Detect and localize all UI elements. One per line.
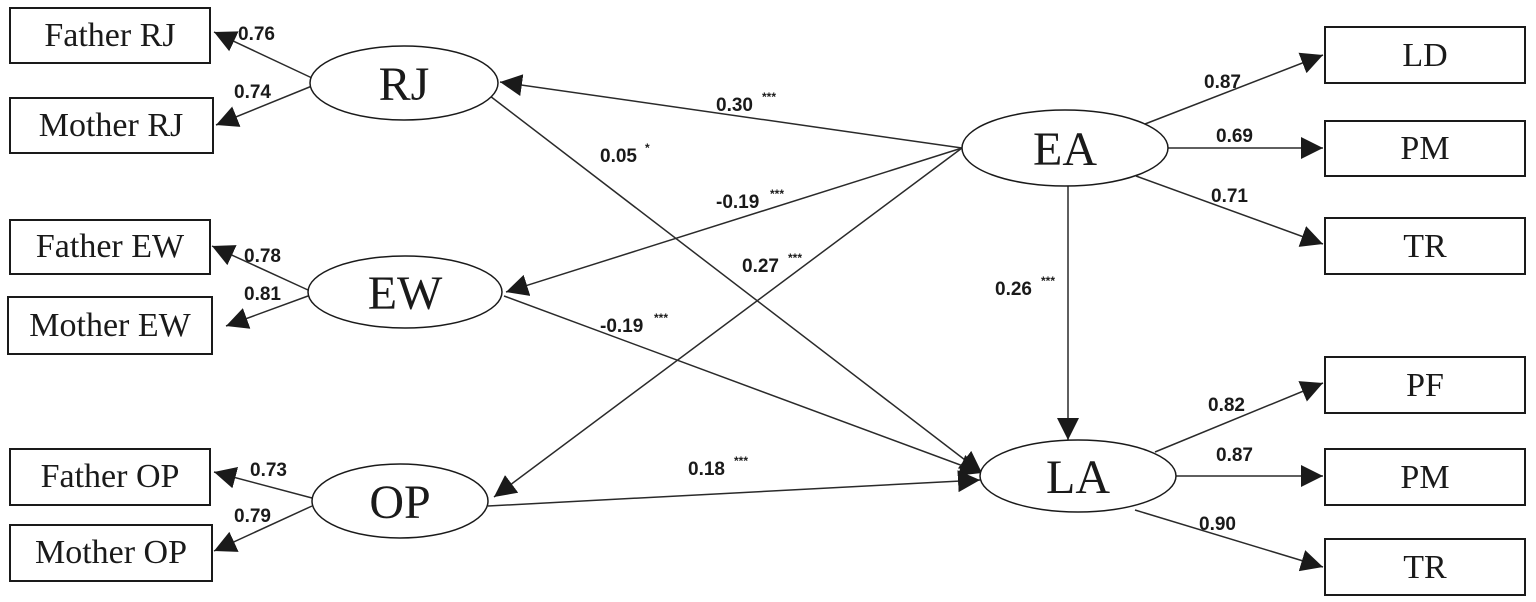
arrow-la-tr bbox=[1134, 509, 1324, 572]
arrow-ea-tr bbox=[1135, 175, 1324, 247]
path-rj-la-coef: 0.05 * bbox=[600, 141, 650, 167]
indicator-father-ew-label: Father EW bbox=[36, 228, 185, 265]
indicator-father-ew: Father EW bbox=[9, 219, 211, 275]
loading-ea-pm: 0.69 bbox=[1216, 126, 1253, 147]
arrow-ew-father-ew bbox=[211, 245, 309, 291]
path-ea-op-value: 0.27 bbox=[742, 256, 779, 277]
arrow-ea-ew bbox=[505, 147, 963, 296]
path-ea-op-coef: 0.27 *** bbox=[742, 251, 802, 277]
latent-op: OP bbox=[311, 463, 489, 539]
latent-la: LA bbox=[979, 439, 1177, 513]
path-ea-op-stars: *** bbox=[788, 251, 802, 265]
path-ea-rj-coef: 0.30 *** bbox=[716, 90, 776, 116]
indicator-ea-ld: LD bbox=[1324, 26, 1526, 84]
latent-ew-label: EW bbox=[368, 267, 443, 320]
indicator-father-rj: Father RJ bbox=[9, 7, 211, 64]
loading-mother-rj: 0.74 bbox=[234, 82, 271, 103]
path-ea-ew-coef: -0.19 *** bbox=[716, 187, 784, 213]
loading-father-op: 0.73 bbox=[250, 460, 287, 481]
indicator-ea-tr: TR bbox=[1324, 217, 1526, 275]
indicator-mother-rj-label: Mother RJ bbox=[39, 107, 184, 144]
path-ew-la-value: -0.19 bbox=[600, 316, 643, 337]
latent-ea-label: EA bbox=[1033, 123, 1097, 176]
loading-father-rj: 0.76 bbox=[238, 24, 275, 45]
path-op-la-stars: *** bbox=[734, 454, 748, 468]
arrow-ew-la bbox=[503, 295, 983, 476]
arrow-ew-mother-ew bbox=[225, 295, 309, 329]
indicator-la-pm: PM bbox=[1324, 448, 1526, 506]
indicator-ea-ld-label: LD bbox=[1402, 37, 1447, 74]
path-ea-la-coef: 0.26 *** bbox=[995, 274, 1055, 300]
loading-father-ew: 0.78 bbox=[244, 246, 281, 267]
indicator-father-op: Father OP bbox=[9, 448, 211, 506]
arrow-rj-mother-rj bbox=[215, 85, 313, 127]
indicator-mother-ew: Mother EW bbox=[7, 296, 213, 355]
loading-ea-ld: 0.87 bbox=[1204, 72, 1241, 93]
indicator-mother-op: Mother OP bbox=[9, 524, 213, 582]
indicator-la-pf-label: PF bbox=[1406, 367, 1444, 404]
indicator-mother-rj: Mother RJ bbox=[9, 97, 214, 154]
loading-la-tr: 0.90 bbox=[1199, 514, 1236, 535]
path-ea-rj-value: 0.30 bbox=[716, 95, 753, 116]
indicator-la-pm-label: PM bbox=[1400, 459, 1449, 496]
indicator-ea-pm: PM bbox=[1324, 120, 1526, 177]
latent-ea: EA bbox=[961, 109, 1169, 187]
loading-la-pm: 0.87 bbox=[1216, 445, 1253, 466]
arrow-rj-la bbox=[489, 95, 983, 474]
indicator-ea-pm-label: PM bbox=[1400, 130, 1449, 167]
arrow-la-pf bbox=[1154, 381, 1324, 453]
path-op-la-value: 0.18 bbox=[688, 459, 725, 480]
arrow-op-la bbox=[487, 470, 981, 507]
latent-ew: EW bbox=[307, 255, 503, 329]
loading-mother-op: 0.79 bbox=[234, 506, 271, 527]
latent-op-label: OP bbox=[369, 476, 430, 529]
path-ea-ew-value: -0.19 bbox=[716, 192, 759, 213]
path-ea-la-value: 0.26 bbox=[995, 279, 1032, 300]
loading-la-pf: 0.82 bbox=[1208, 395, 1245, 416]
indicator-la-pf: PF bbox=[1324, 356, 1526, 414]
latent-rj-label: RJ bbox=[379, 58, 430, 111]
path-rj-la-value: 0.05 bbox=[600, 146, 637, 167]
indicator-la-tr: TR bbox=[1324, 538, 1526, 596]
indicator-mother-ew-label: Mother EW bbox=[29, 307, 191, 344]
indicator-ea-tr-label: TR bbox=[1403, 228, 1447, 265]
path-ew-la-stars: *** bbox=[654, 311, 668, 325]
loading-ea-tr: 0.71 bbox=[1211, 186, 1248, 207]
path-ea-la-stars: *** bbox=[1041, 274, 1055, 288]
indicator-father-rj-label: Father RJ bbox=[44, 17, 175, 54]
arrow-ea-ld bbox=[1144, 52, 1324, 125]
latent-rj: RJ bbox=[309, 45, 499, 121]
latent-la-label: LA bbox=[1046, 451, 1110, 504]
indicator-mother-op-label: Mother OP bbox=[35, 534, 187, 571]
arrow-rj-father-rj bbox=[213, 31, 313, 79]
indicator-la-tr-label: TR bbox=[1403, 549, 1447, 586]
arrow-ea-rj bbox=[499, 74, 963, 149]
loading-mother-ew: 0.81 bbox=[244, 284, 281, 305]
arrow-op-mother-op bbox=[213, 505, 313, 552]
indicator-father-op-label: Father OP bbox=[41, 458, 180, 495]
path-rj-la-stars: * bbox=[645, 141, 650, 155]
path-ew-la-coef: -0.19 *** bbox=[600, 311, 668, 337]
arrow-op-father-op bbox=[213, 467, 313, 499]
path-op-la-coef: 0.18 *** bbox=[688, 454, 748, 480]
path-ea-rj-stars: *** bbox=[762, 90, 776, 104]
arrow-ea-op bbox=[493, 147, 963, 498]
path-ea-ew-stars: *** bbox=[770, 187, 784, 201]
